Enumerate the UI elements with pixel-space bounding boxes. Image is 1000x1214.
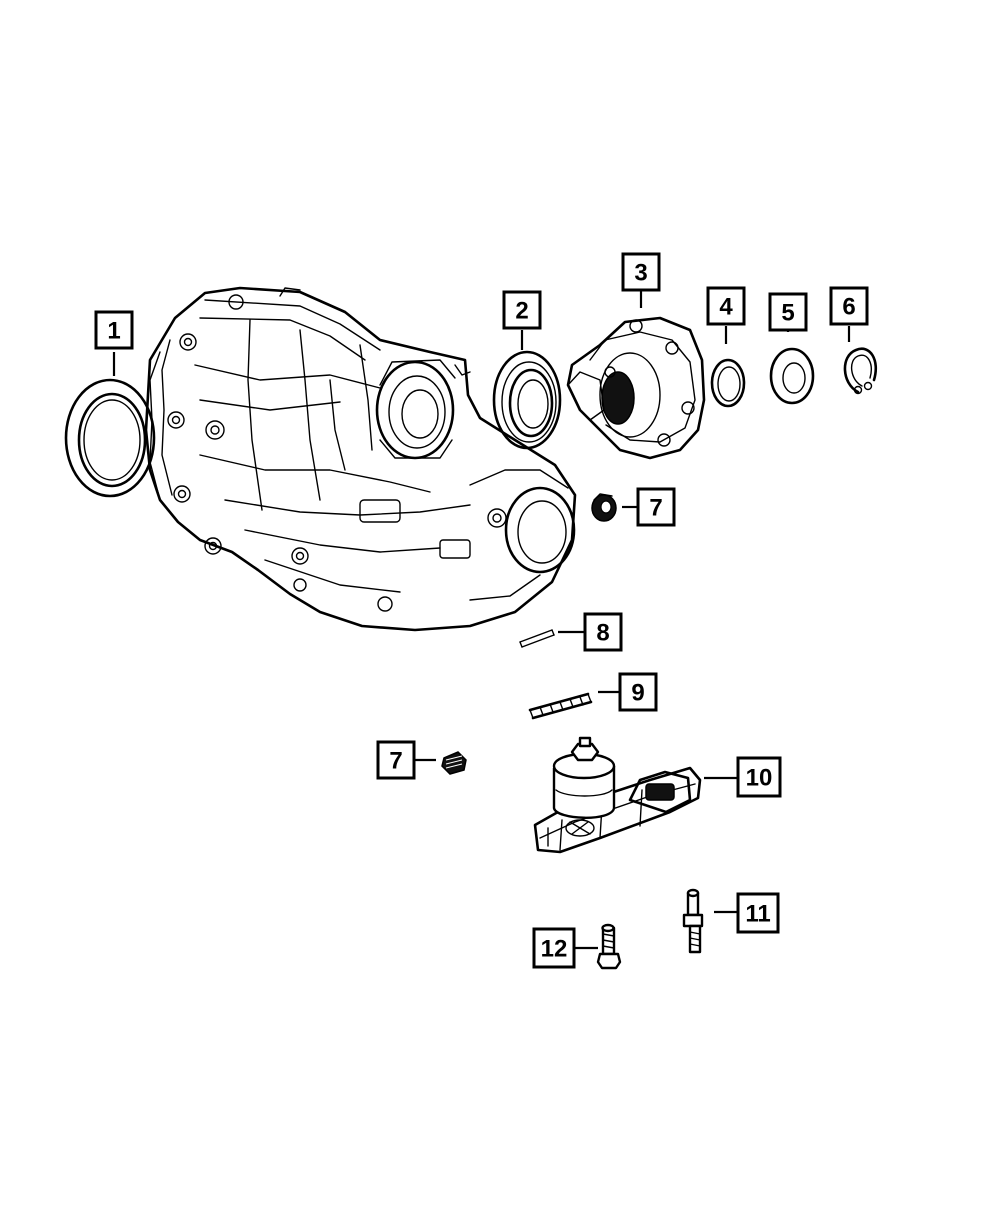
part-12-bolt <box>596 923 622 970</box>
callout-1-label: 1 <box>107 318 120 345</box>
callout-5-label: 5 <box>781 300 794 327</box>
part-8-pin <box>519 629 555 648</box>
part-6-snap-ring <box>843 347 877 395</box>
part-7-plug-lower <box>441 751 467 775</box>
callout-9-label: 9 <box>631 680 644 707</box>
transfer-case-housing <box>144 286 577 632</box>
leader-lines <box>112 290 851 950</box>
callout-7-upper: 7 <box>636 487 676 527</box>
callout-10: 10 <box>736 756 782 798</box>
part-4-o-ring <box>710 358 746 408</box>
callout-9: 9 <box>618 672 658 712</box>
callout-11: 11 <box>736 892 780 934</box>
callout-2-label: 2 <box>515 298 528 325</box>
callout-5: 5 <box>768 292 808 332</box>
callout-12: 12 <box>532 927 576 969</box>
callout-2: 2 <box>502 290 542 330</box>
callout-4-label: 4 <box>719 294 733 321</box>
part-7-plug-upper <box>591 493 617 522</box>
callout-3: 3 <box>621 252 661 292</box>
part-5-washer <box>769 347 815 405</box>
callout-1: 1 <box>94 310 134 350</box>
callout-6: 6 <box>829 286 869 326</box>
callout-3-label: 3 <box>634 260 647 287</box>
part-2-oil-seal <box>492 350 562 450</box>
callout-11-label: 11 <box>745 901 770 928</box>
part-1-seal-ring <box>64 378 156 498</box>
callout-8: 8 <box>583 612 623 652</box>
callout-4: 4 <box>706 286 746 326</box>
callout-6-label: 6 <box>842 294 855 321</box>
part-3-extension-housing <box>566 316 706 460</box>
callout-8-label: 8 <box>596 620 609 647</box>
callout-7-lower-label: 7 <box>389 748 402 775</box>
part-9-pin <box>528 692 593 720</box>
callout-7-upper-label: 7 <box>649 495 662 522</box>
callout-12-label: 12 <box>541 936 568 963</box>
part-10-shift-actuator <box>533 736 702 854</box>
callout-7-lower: 7 <box>376 740 416 780</box>
callout-10-label: 10 <box>746 765 773 792</box>
part-11-stud <box>682 888 704 954</box>
